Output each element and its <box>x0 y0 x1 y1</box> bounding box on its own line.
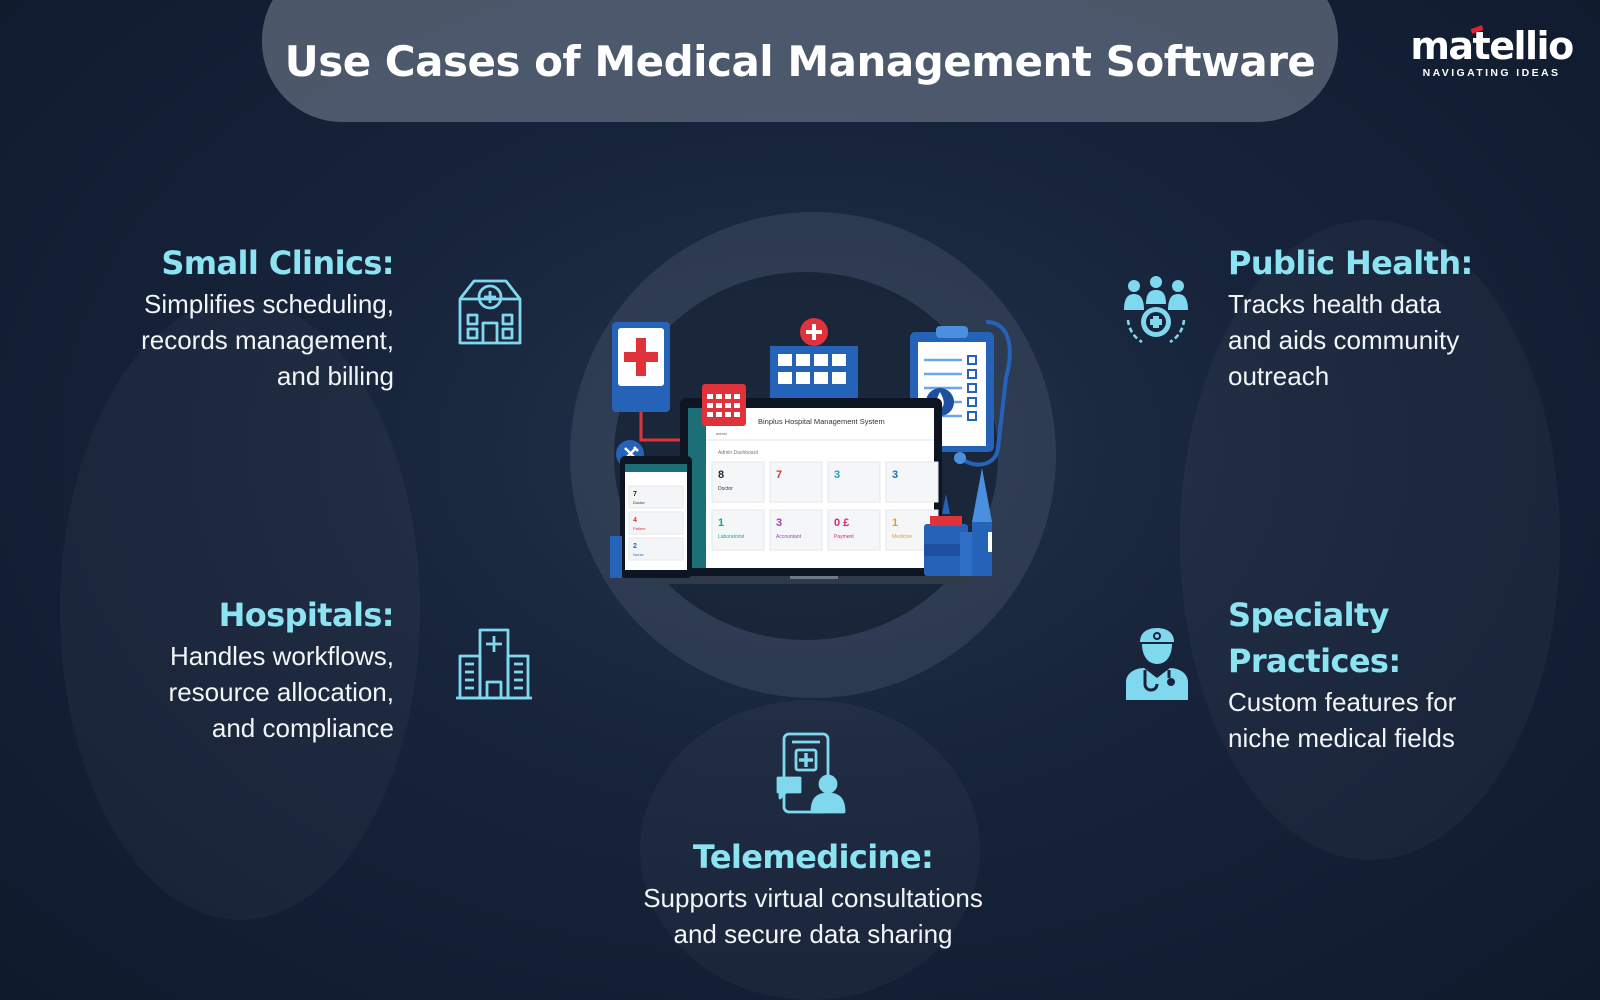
dashboard-card-value: 1 <box>718 517 724 529</box>
brand-logo: matellio NAVIGATING IDEAS <box>1409 26 1574 79</box>
tablet-card-value: 7 <box>633 491 637 498</box>
laptop-dashboard-illustration: Binplus Hospital Management System admin… <box>650 398 972 584</box>
logo-tagline: NAVIGATING IDEAS <box>1422 67 1561 79</box>
tablet-card-label: Doctor <box>633 500 645 505</box>
use-case-specialty-practices: Specialty Practices: Custom features for… <box>1228 592 1588 756</box>
use-case-title: Hospitals: <box>218 596 395 634</box>
dashboard-card-value: 1 <box>892 517 898 529</box>
use-case-description-line: Simplifies scheduling, <box>143 289 394 319</box>
use-case-description-line: Tracks health data <box>1228 289 1441 319</box>
telemedicine-phone-icon <box>776 732 848 816</box>
clinic-building-icon <box>454 275 526 347</box>
first-aid-card-icon <box>612 322 680 442</box>
dashboard-card: 7 <box>769 461 823 503</box>
hero-illustration: Binplus Hospital Management System admin… <box>602 318 1018 594</box>
use-case-description-line: Custom features for <box>1228 687 1457 717</box>
dashboard-card-label: Payment <box>834 534 854 540</box>
use-case-title: Telemedicine: <box>692 838 934 876</box>
dashboard-card-value: 0 £ <box>834 517 849 529</box>
dashboard-card: 0 £ Payment <box>827 509 881 551</box>
use-case-description-line: records management, <box>141 325 394 355</box>
dashboard-label: Admin Dashboard <box>718 450 758 456</box>
use-case-title-line: Specialty <box>1228 596 1390 634</box>
dashboard-card: 3 <box>885 461 939 503</box>
dashboard-card-value: 7 <box>776 469 782 481</box>
tablet-card-label: Patient <box>633 526 646 531</box>
use-case-public-health: Public Health: Tracks health data and ai… <box>1228 240 1588 394</box>
app-title: Binplus Hospital Management System <box>758 417 885 426</box>
use-case-description-line: outreach <box>1228 361 1330 391</box>
user-label: admin <box>716 431 727 436</box>
page-title: Use Cases of Medical Management Software <box>284 37 1316 86</box>
dashboard-card-label: Doctor <box>718 486 733 492</box>
dashboard-card-label: Laboratorist <box>718 534 745 540</box>
medicine-bottles-illustration <box>924 468 992 576</box>
use-case-description-line: and secure data sharing <box>673 919 953 949</box>
use-case-description-line: Supports virtual consultations <box>643 883 983 913</box>
use-case-title: Public Health: <box>1228 244 1473 282</box>
dashboard-card-label: Medicine <box>892 534 912 540</box>
use-case-title: Small Clinics: <box>161 244 394 282</box>
community-health-icon <box>1120 276 1192 348</box>
tablet-card-value: 2 <box>633 543 637 550</box>
hospital-building-icon <box>456 626 532 702</box>
use-case-description-line: niche medical fields <box>1228 723 1455 753</box>
dashboard-card-value: 3 <box>892 469 898 481</box>
use-case-description-line: and aids community <box>1228 325 1460 355</box>
use-case-description-line: and compliance <box>211 713 394 743</box>
use-case-small-clinics: Small Clinics: Simplifies scheduling, re… <box>34 240 395 394</box>
use-case-description-line: resource allocation, <box>168 677 394 707</box>
dashboard-card-value: 8 <box>718 469 724 481</box>
use-case-telemedicine: Telemedicine: Supports virtual consultat… <box>600 834 1026 952</box>
dashboard-card-label: Accountant <box>776 534 802 540</box>
tablet-card-label: Nurse <box>633 552 644 557</box>
hospital-building-illustration <box>770 318 858 410</box>
calendar-icon <box>702 384 746 426</box>
use-case-hospitals: Hospitals: Handles workflows, resource a… <box>34 592 395 746</box>
doctor-stethoscope-icon <box>1126 628 1188 700</box>
title-banner: Use Cases of Medical Management Software <box>262 0 1338 122</box>
dashboard-card-value: 3 <box>776 517 782 529</box>
use-case-description-line: Handles workflows, <box>170 641 394 671</box>
tablet-card-value: 4 <box>633 517 637 524</box>
dashboard-card-value: 3 <box>834 469 840 481</box>
use-case-title-line: Practices: <box>1228 642 1401 680</box>
use-case-description-line: and billing <box>276 361 394 391</box>
dashboard-card: 3 <box>827 461 881 503</box>
logo-wordmark: matellio <box>1410 24 1574 68</box>
